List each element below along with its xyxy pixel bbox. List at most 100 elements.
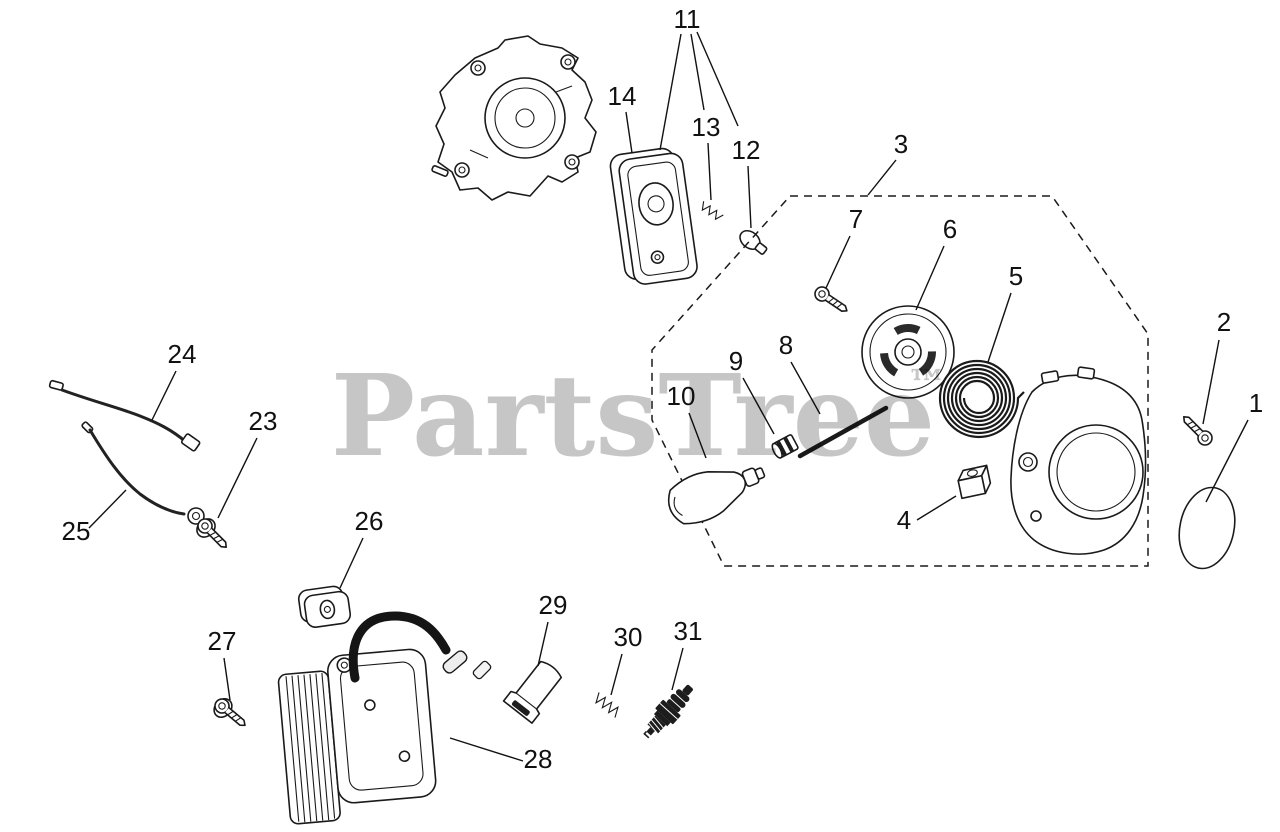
crankcase-stud	[431, 165, 449, 177]
callout-number-2: 2	[1217, 307, 1231, 337]
coil-screw-detail	[398, 750, 411, 763]
housing-opening	[1056, 432, 1136, 512]
leader-line	[625, 111, 633, 154]
callout-number-31: 31	[674, 616, 703, 646]
part-starter-handle	[667, 467, 766, 525]
plug-insulator-rib	[676, 689, 690, 702]
plug-tip	[646, 727, 655, 736]
plug-terminal	[682, 684, 693, 696]
leader-line	[610, 653, 623, 696]
part-screw-23	[194, 515, 232, 553]
part-screw-7	[811, 283, 852, 318]
callout-8: 8	[779, 330, 821, 415]
crankcase-bore-center	[515, 108, 535, 128]
part-air-cleaner-plate	[609, 147, 698, 285]
bushing-end	[771, 442, 783, 459]
leader-line	[790, 361, 821, 415]
leader-line	[339, 537, 364, 589]
callout-number-28: 28	[524, 744, 553, 774]
ring-terminal-hole	[191, 511, 201, 521]
housing-boss	[1018, 452, 1038, 472]
nut-front-face	[957, 474, 987, 500]
callout-number-8: 8	[779, 330, 793, 360]
grommet-hole-inner	[323, 605, 331, 613]
crankcase-bore-inner	[494, 87, 556, 149]
callout-number-1: 1	[1249, 388, 1263, 418]
callout-30: 30	[610, 622, 643, 696]
callout-number-25: 25	[62, 516, 91, 546]
ring-terminal	[187, 507, 205, 525]
cap-skirt-line	[515, 692, 537, 710]
starter-assembly-boundary	[651, 195, 1149, 567]
part-lead-wire-lower	[81, 421, 205, 525]
coil-high-tension-lead	[348, 611, 451, 683]
callout-number-9: 9	[729, 346, 743, 376]
cap-opening	[511, 700, 530, 716]
knob-stem	[754, 242, 768, 255]
coil-laminations	[285, 673, 336, 823]
pulley-slots	[880, 324, 936, 380]
part-spark-plug-cap	[502, 660, 563, 724]
callout-4: 4	[897, 495, 957, 535]
sleeve	[472, 660, 492, 680]
handle-grip	[667, 470, 747, 525]
leader-line	[696, 31, 739, 127]
callout-number-4: 4	[897, 505, 911, 535]
callout-28: 28	[449, 737, 553, 774]
callout-number-30: 30	[614, 622, 643, 652]
leader-line	[915, 245, 945, 311]
coil-body	[327, 648, 437, 804]
callout-number-23: 23	[249, 406, 278, 436]
housing-tab	[1040, 370, 1060, 384]
callout-number-12: 12	[732, 135, 761, 165]
boot	[442, 650, 468, 674]
callout-number-3: 3	[894, 129, 908, 159]
part-crankcase	[431, 35, 597, 201]
lead-connector-sleeve	[472, 660, 492, 680]
plate-inner-line	[627, 161, 689, 276]
callout-10: 10	[667, 381, 707, 459]
callout-5: 5	[987, 261, 1023, 363]
leader-line	[151, 370, 177, 421]
callout-23: 23	[217, 406, 278, 519]
crankcase-bolt-hole	[458, 166, 466, 174]
watermark-text: PartsTree	[331, 351, 935, 482]
crankcase-bolt-hole	[564, 58, 572, 66]
callout-27: 27	[208, 626, 237, 701]
leader-line	[1205, 419, 1249, 503]
callout-6: 6	[915, 214, 957, 311]
part-lead-wire-upper	[48, 379, 201, 452]
plug-insulator-rib	[666, 699, 681, 713]
leader-line	[1202, 339, 1220, 425]
callout-25: 25	[62, 489, 127, 546]
leader-line	[707, 142, 712, 201]
callouts-layer: 1 2 3 4 5 6 7 8 9 10 11 12 13 14 23 24 2…	[62, 4, 1264, 774]
part-screw-2	[1178, 411, 1216, 449]
callout-number-27: 27	[208, 626, 237, 656]
watermark: PartsTree ™	[331, 351, 947, 482]
part-nut	[957, 464, 992, 500]
plug-thread-lines	[648, 716, 664, 735]
plug-insulator-rib	[670, 693, 686, 708]
plate-screw-hole	[650, 250, 665, 264]
part-rope-bushing	[771, 434, 799, 459]
callout-3: 3	[867, 129, 908, 196]
callout-2: 2	[1202, 307, 1231, 425]
coil-body-inner	[339, 661, 424, 791]
wire-connector	[180, 433, 201, 452]
callout-29: 29	[537, 590, 567, 667]
crankcase-bore-outer	[484, 77, 566, 159]
coil-screw-detail	[364, 699, 376, 711]
leader-line	[742, 377, 775, 435]
callout-12: 12	[732, 135, 761, 229]
callout-number-24: 24	[168, 339, 197, 369]
crankcase-bolt-hole	[564, 154, 580, 170]
lead-boot-terminal	[442, 650, 468, 674]
leader-line	[867, 159, 897, 196]
housing-tab	[1076, 366, 1096, 380]
callout-number-26: 26	[355, 506, 384, 536]
callout-9: 9	[729, 346, 775, 435]
handle-ferrule-tip	[754, 467, 766, 480]
